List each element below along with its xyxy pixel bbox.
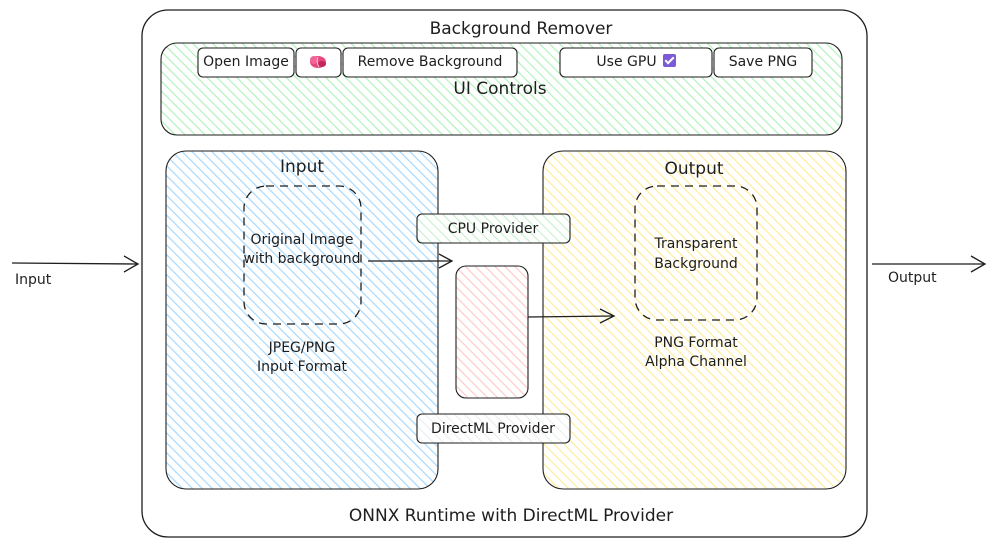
checkbox-checked-icon xyxy=(662,54,676,67)
output-image-line2: Background xyxy=(654,256,738,272)
input-arrow xyxy=(11,255,140,273)
input-panel-title: Input xyxy=(279,157,325,177)
output-panel-title: Output xyxy=(664,159,724,179)
remove-background-label: Remove Background xyxy=(357,54,503,70)
external-input-label: Input xyxy=(15,272,52,288)
remove-background-button-frame xyxy=(342,47,518,78)
input-format-line1: JPEG/PNG xyxy=(268,340,336,356)
open-image-button[interactable]: Open Image xyxy=(198,48,294,77)
app-title: Background Remover xyxy=(429,19,613,39)
save-png-button-frame xyxy=(713,47,813,78)
output-image-placeholder xyxy=(634,185,758,321)
input-format-line2: Input Format xyxy=(256,359,348,375)
output-format-line1: PNG Format xyxy=(654,335,738,351)
output-arrow xyxy=(872,255,987,273)
to-output-arrow xyxy=(527,308,616,324)
directml-provider-box xyxy=(416,413,571,444)
brain-icon-button[interactable] xyxy=(296,48,341,77)
save-png-button[interactable]: Save PNG xyxy=(714,48,812,77)
open-image-button-frame xyxy=(197,47,295,78)
output-image-line1: Transparent xyxy=(654,236,738,252)
open-image-label: Open Image xyxy=(203,54,289,70)
model-box xyxy=(455,265,529,399)
use-gpu-checkbox[interactable]: Use GPU xyxy=(560,48,712,77)
ui-controls-label: UI Controls xyxy=(453,79,547,99)
output-format-line2: Alpha Channel xyxy=(645,354,747,370)
directml-provider-label: DirectML Provider xyxy=(431,421,555,437)
input-image-placeholder xyxy=(243,185,362,325)
input-panel xyxy=(165,150,439,490)
external-output-label: Output xyxy=(888,270,937,286)
use-gpu-label: Use GPU xyxy=(596,54,657,70)
brain-icon xyxy=(310,56,326,68)
input-image-line2: with background xyxy=(243,251,361,267)
output-panel xyxy=(542,150,847,490)
save-png-label: Save PNG xyxy=(728,54,798,70)
remove-background-button[interactable]: Remove Background xyxy=(343,48,517,77)
input-image-line1: Original Image xyxy=(250,232,354,248)
runtime-footer: ONNX Runtime with DirectML Provider xyxy=(348,506,674,526)
cpu-provider-label: CPU Provider xyxy=(447,221,539,237)
to-model-arrow xyxy=(368,253,454,269)
cpu-provider-box xyxy=(416,213,571,244)
